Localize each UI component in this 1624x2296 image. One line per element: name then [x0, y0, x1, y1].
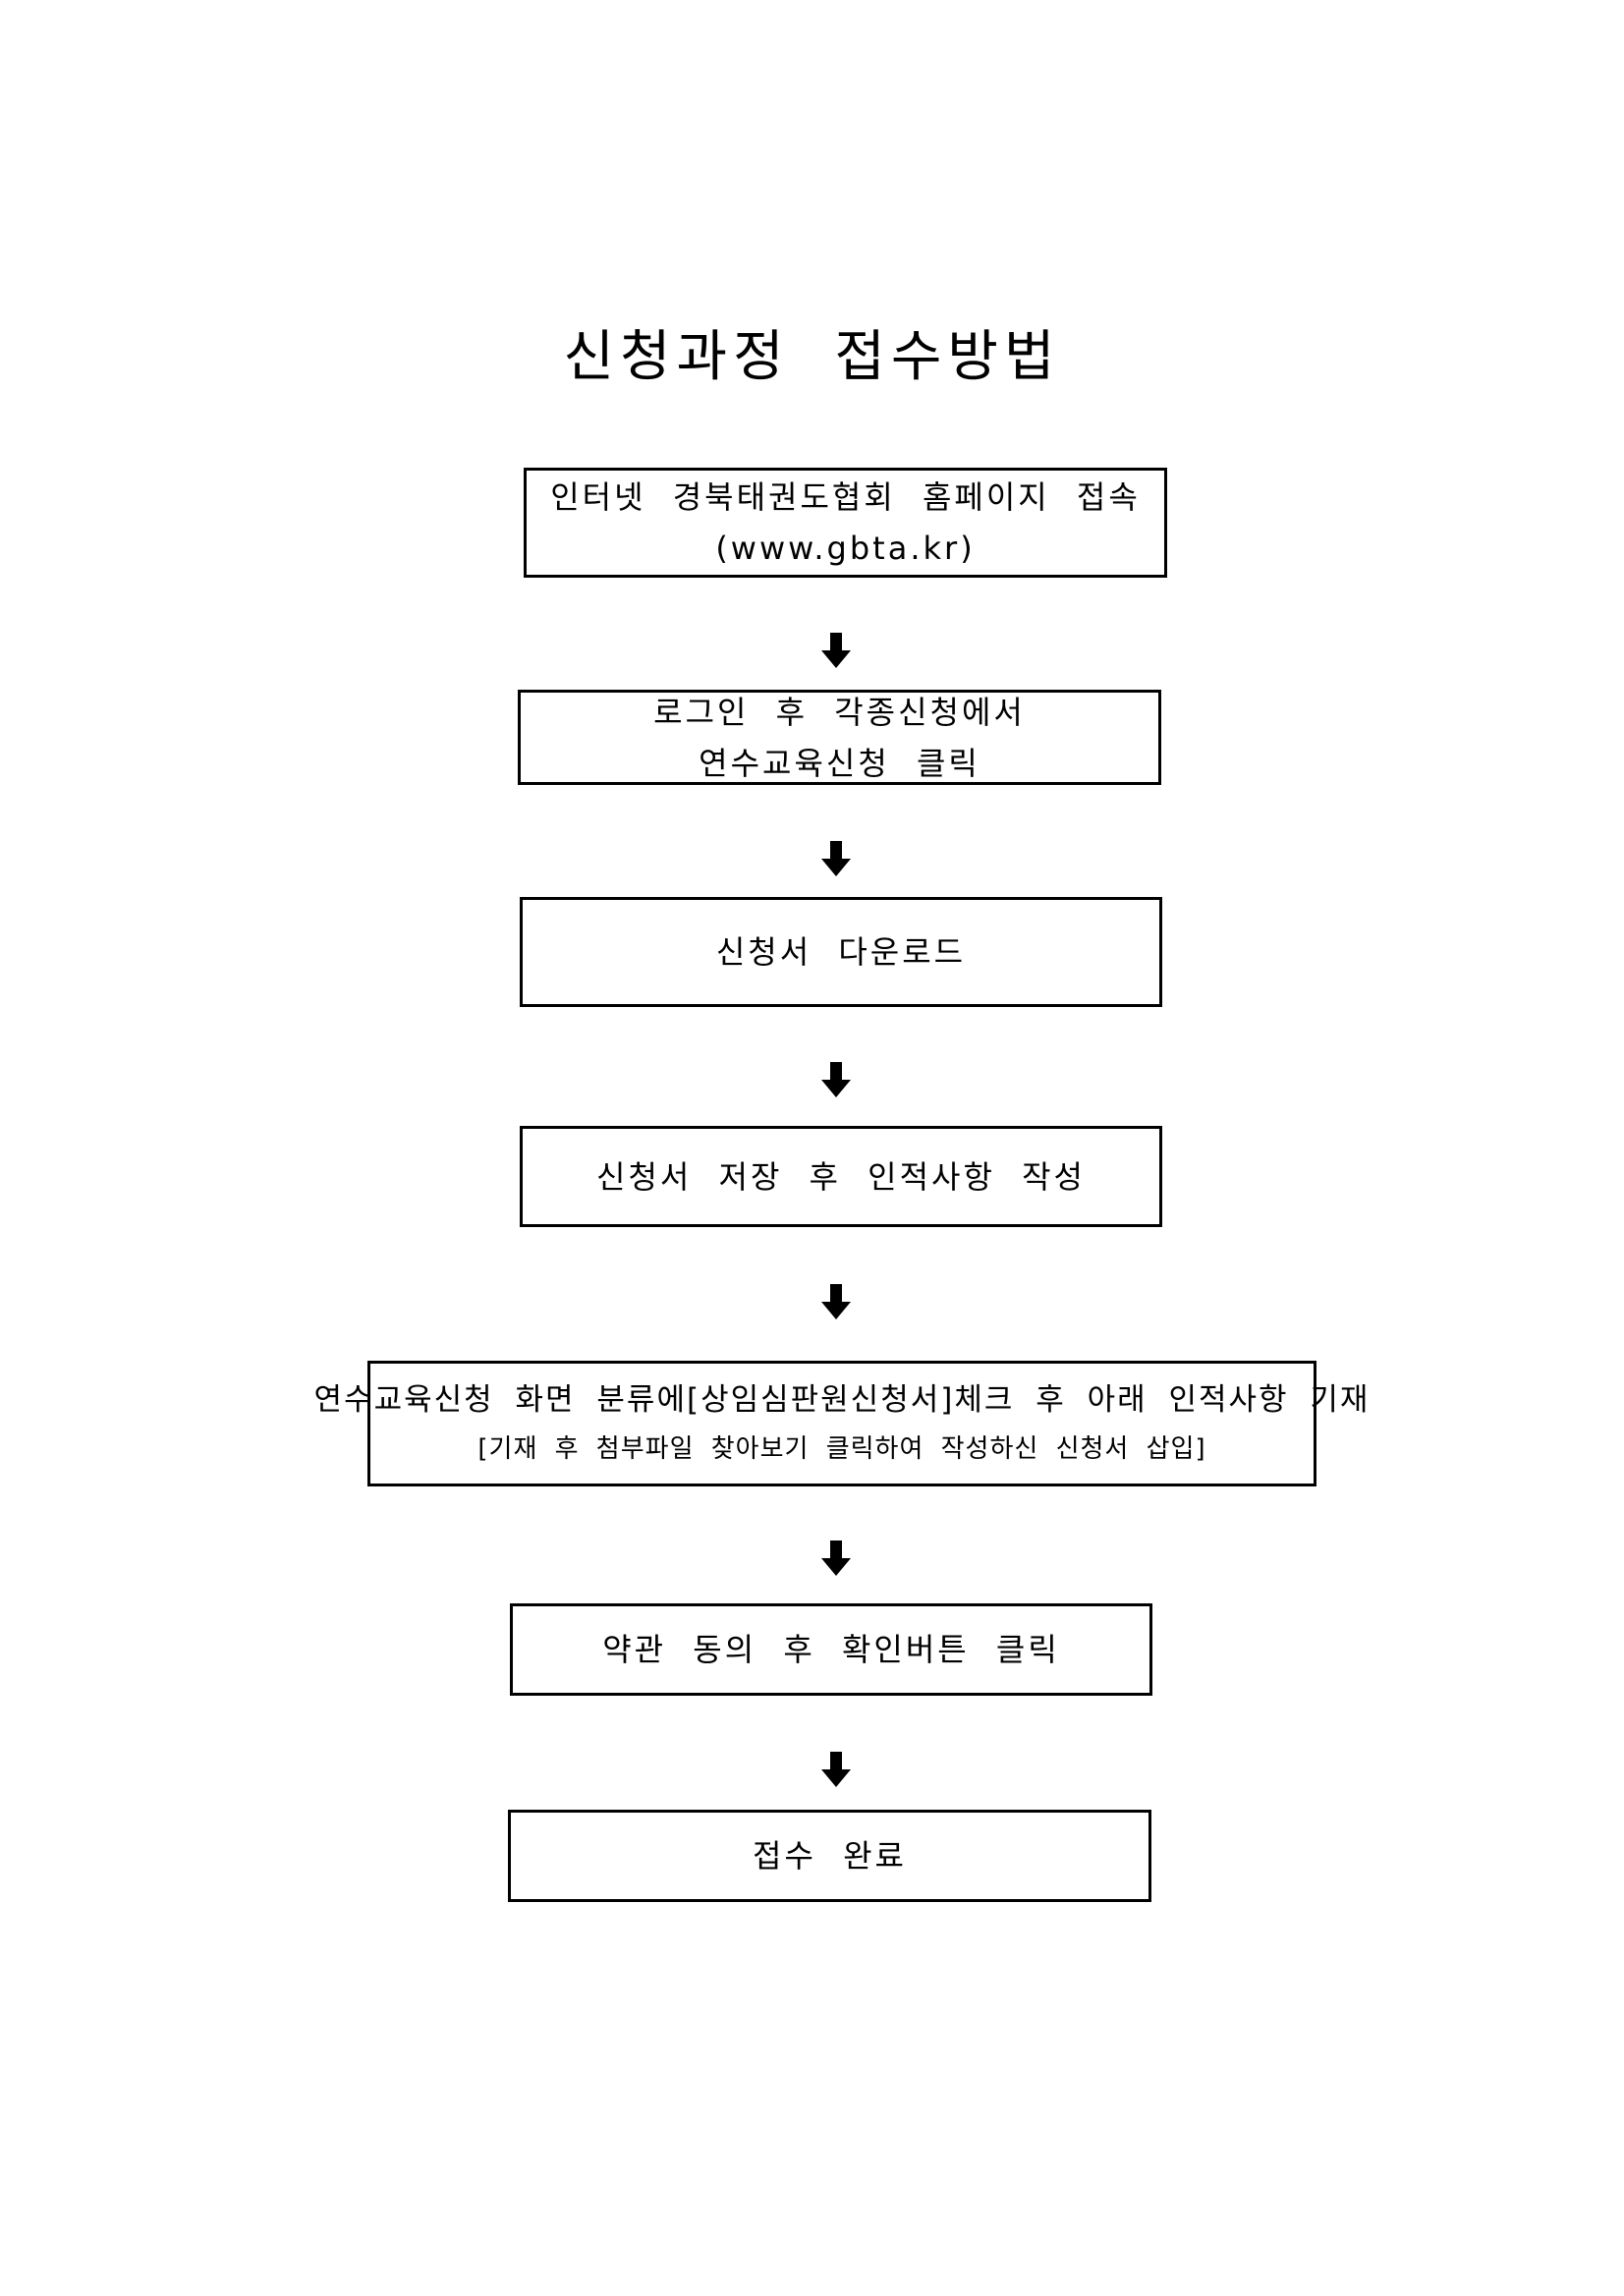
step-box-5: 연수교육신청 화면 분류에[상임심판원신청서]체크 후 아래 인적사항 기재 […	[314, 1361, 1368, 1486]
step-box-7: 접수 완료	[508, 1810, 1151, 1902]
step-1-line-2: (www.gbta.kr)	[715, 530, 976, 567]
step-box-1: 인터넷 경북태권도협회 홈페이지 접속 (www.gbta.kr)	[524, 468, 1167, 578]
down-arrow-icon	[821, 1284, 851, 1319]
down-arrow-icon	[821, 1062, 851, 1097]
step-box-2: 로그인 후 각종신청에서 연수교육신청 클릭	[518, 690, 1161, 785]
step-5-line-1: 연수교육신청 화면 분류에[상임심판원신청서]체크 후 아래 인적사항 기재	[313, 1382, 1371, 1418]
step-7-line-1: 접수 완료	[753, 1837, 907, 1875]
step-box-4: 신청서 저장 후 인적사항 작성	[520, 1126, 1162, 1227]
page-title: 신청과정 접수방법	[563, 325, 1061, 389]
step-2-line-2: 연수교육신청 클릭	[699, 744, 980, 782]
down-arrow-icon	[821, 841, 851, 876]
step-4-line-1: 신청서 저장 후 인적사항 작성	[596, 1157, 1086, 1196]
step-box-3: 신청서 다운로드	[520, 897, 1162, 1007]
step-1-line-1: 인터넷 경북태권도협회 홈페이지 접속	[550, 478, 1141, 516]
down-arrow-icon	[821, 1752, 851, 1787]
step-3-line-1: 신청서 다운로드	[715, 933, 967, 971]
step-6-line-1: 약관 동의 후 확인버튼 클릭	[602, 1631, 1060, 1668]
step-5-line-2: [기재 후 첨부파일 찾아보기 클릭하여 작성하신 신청서 삽입]	[477, 1434, 1206, 1464]
down-arrow-icon	[821, 1540, 851, 1576]
step-2-line-1: 로그인 후 각종신청에서	[653, 693, 1026, 731]
step-box-6: 약관 동의 후 확인버튼 클릭	[510, 1603, 1152, 1696]
down-arrow-icon	[821, 633, 851, 668]
